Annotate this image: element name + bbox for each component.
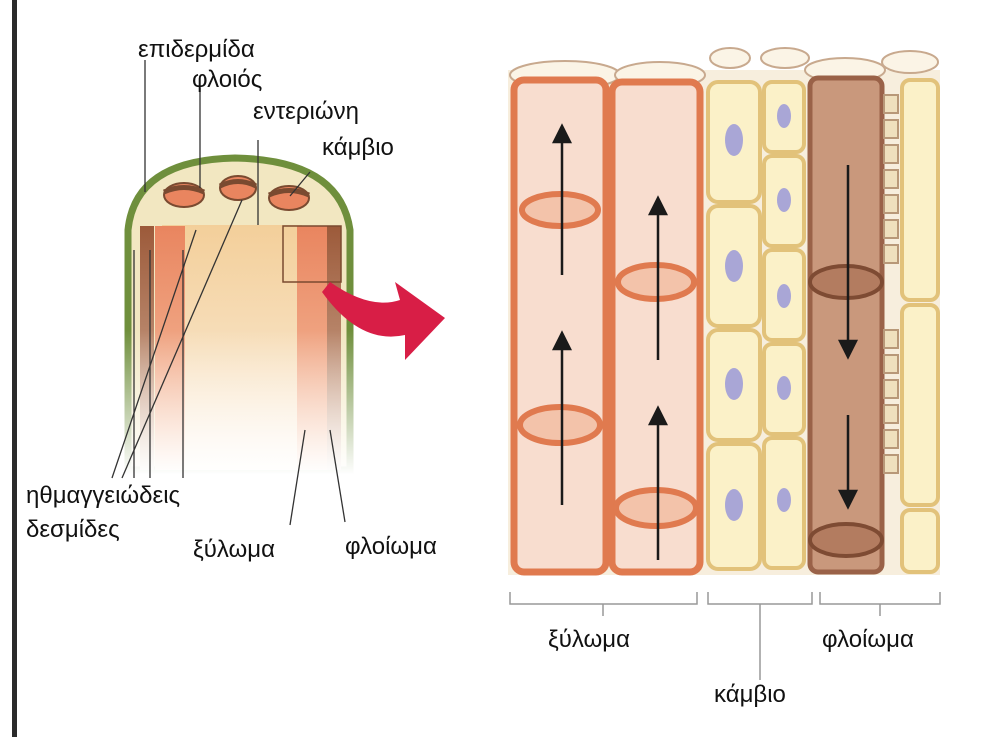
label-cortex: φλοιός: [192, 68, 262, 92]
stem-fade: [120, 330, 360, 475]
label-cambium-top: κάμβιο: [322, 136, 394, 160]
xylem-vessel-1: [514, 80, 606, 572]
label-phloem-left: φλοίωμα: [345, 535, 437, 559]
label-vascular-bundles-line2: δεσμίδες: [26, 518, 120, 542]
label-pith: εντεριώνη: [253, 100, 359, 124]
parenchyma-cells: [902, 80, 938, 572]
label-epidermis: επιδερμίδα: [138, 38, 255, 62]
stem-section: [112, 60, 445, 525]
bundle-1: [164, 183, 204, 207]
label-vascular-bundles-line1: ηθμαγγειώδεις: [26, 484, 180, 508]
xylem-vessel-2: [612, 82, 700, 572]
label-phloem-right: φλοίωμα: [822, 628, 914, 652]
label-xylem-left: ξύλωμα: [193, 538, 275, 562]
label-xylem-right: ξύλωμα: [548, 628, 630, 652]
magnified-tissue: [508, 48, 940, 680]
bundle-2: [220, 176, 256, 200]
bundle-3: [269, 186, 309, 210]
label-cambium-bottom: κάμβιο: [714, 683, 786, 707]
